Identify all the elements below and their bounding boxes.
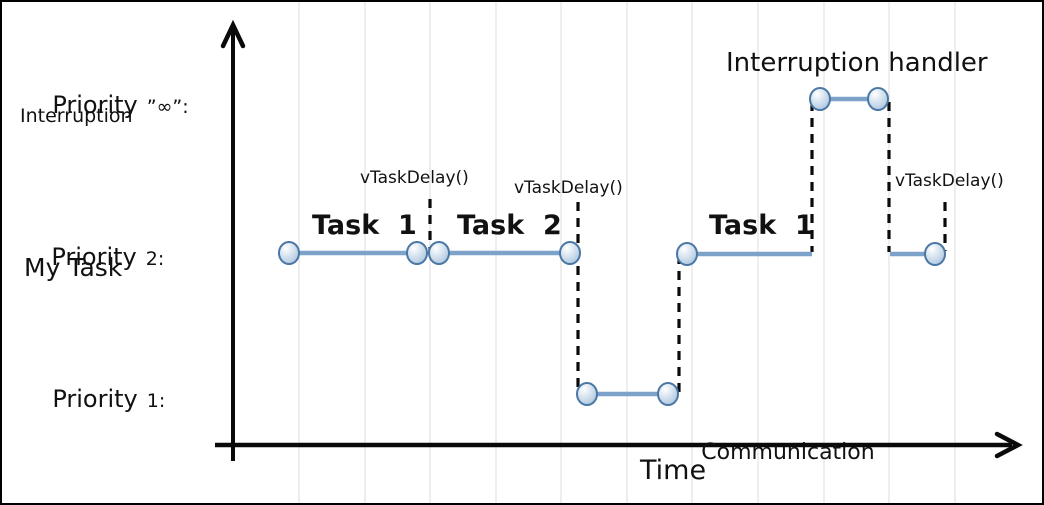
priority-word: Priority bbox=[52, 385, 138, 413]
vtaskdelay-label-2: vTaskDelay() bbox=[514, 178, 623, 198]
task-marker-interruption-end bbox=[867, 87, 889, 111]
y-label-interruption: Interruption bbox=[20, 105, 133, 127]
task1-label-first: Task 1 bbox=[312, 210, 417, 241]
vtaskdelay-label-3: vTaskDelay() bbox=[895, 171, 1004, 191]
priority-value: 1: bbox=[146, 390, 166, 412]
x-axis-label-time: Time bbox=[640, 455, 707, 486]
task-marker-communication-start bbox=[576, 382, 598, 406]
y-label-priority-infinity: Priority ”∞”: bbox=[32, 72, 189, 138]
task-marker-task2-end bbox=[559, 241, 581, 265]
communication-task-line1: Communication bbox=[701, 440, 875, 465]
communication-task-label: Communication task bbox=[690, 373, 886, 503]
y-label-priority-1: Priority 1: bbox=[32, 366, 165, 432]
y-label-my-task: My Task bbox=[24, 253, 123, 282]
y-label-priority-2: Priority 2: bbox=[31, 224, 164, 290]
task1-label-second: Task 1 bbox=[709, 210, 814, 241]
task-marker-task1c-end bbox=[924, 242, 946, 266]
task-marker-task1a-start bbox=[278, 241, 300, 265]
interruption-handler-label: Interruption handler bbox=[726, 48, 988, 78]
task2-label: Task 2 bbox=[457, 210, 562, 241]
vtaskdelay-label-1: vTaskDelay() bbox=[360, 168, 469, 188]
y-axis-arrow bbox=[220, 19, 246, 49]
task-marker-interruption-start bbox=[809, 87, 831, 111]
x-axis-arrow bbox=[994, 431, 1023, 459]
task-marker-task1b-start bbox=[676, 242, 698, 266]
priority-value: 2: bbox=[145, 248, 165, 270]
priority-word: Priority bbox=[51, 243, 137, 271]
task-marker-communication-end bbox=[657, 382, 679, 406]
task-marker-task2-start bbox=[428, 241, 450, 265]
priority-word: Priority bbox=[52, 91, 138, 119]
task-marker-task1a-end bbox=[406, 241, 428, 265]
priority-value: ”∞”: bbox=[146, 96, 189, 118]
